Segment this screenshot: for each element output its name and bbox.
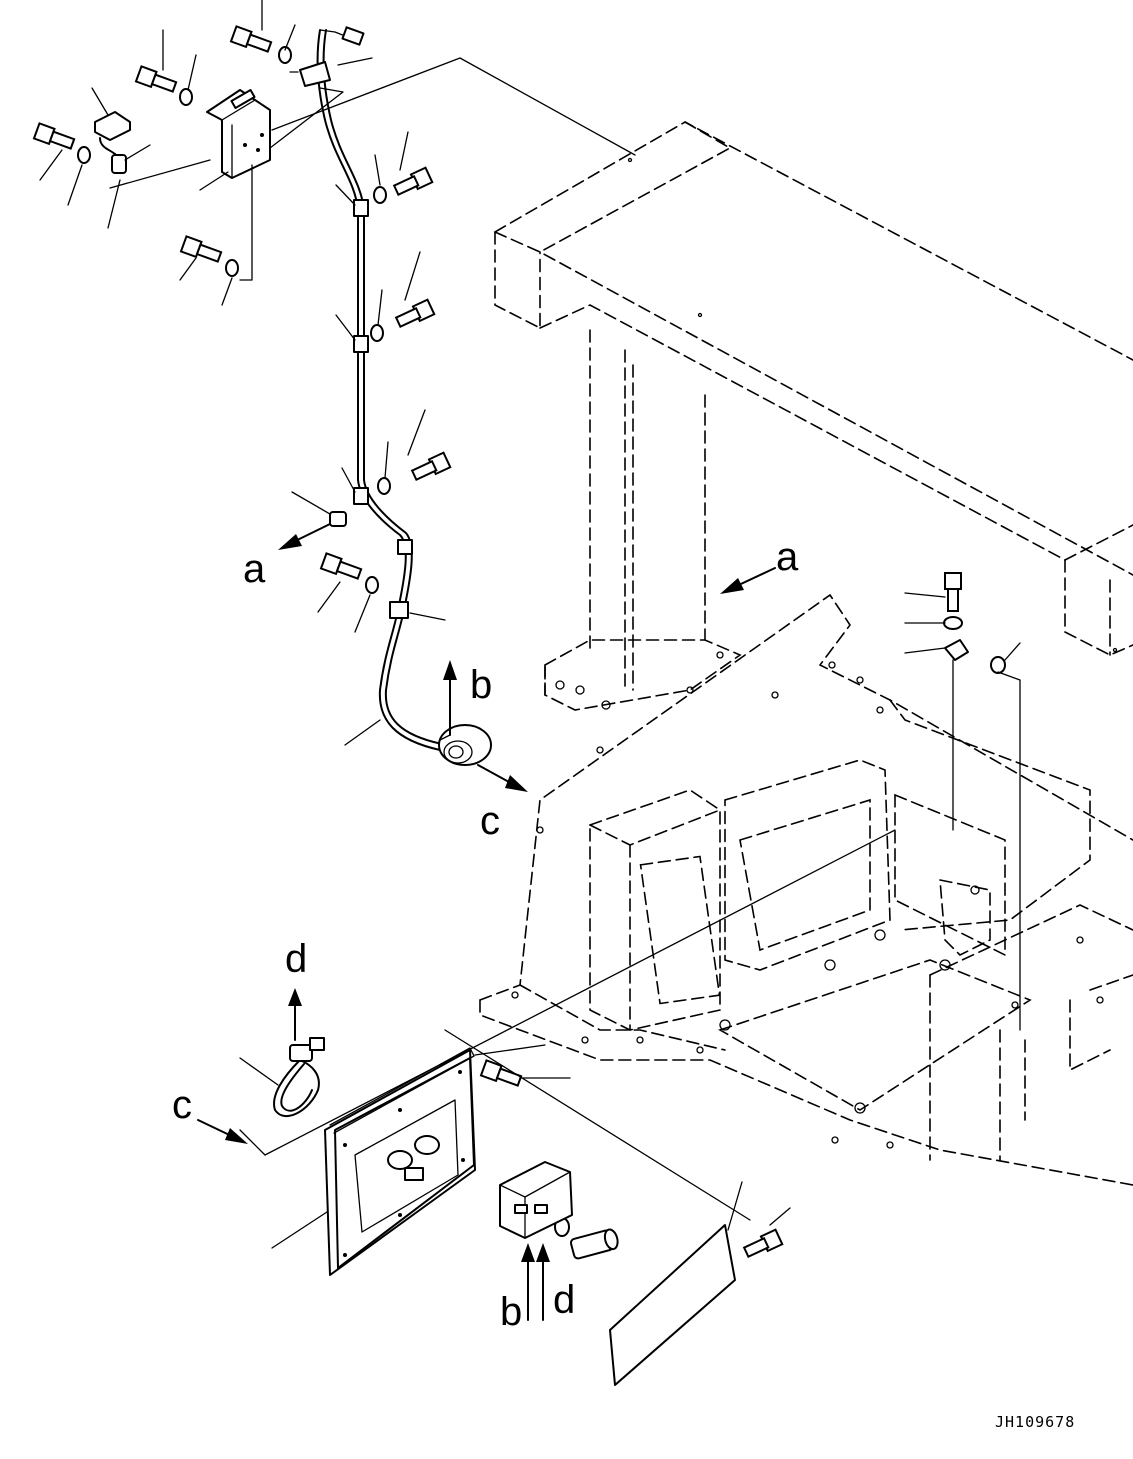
label-b-top: b	[470, 663, 492, 707]
leader-lines	[39, 0, 1021, 1249]
label-d-bottom: d	[553, 1278, 575, 1322]
callout-labels: a a b c d c b d	[172, 535, 799, 1334]
harness-clip	[353, 199, 369, 217]
label-c-left: c	[172, 1083, 192, 1127]
arrows	[197, 523, 776, 1321]
controller-unit	[499, 1161, 573, 1239]
antenna-module	[94, 111, 131, 141]
machine-frame	[479, 121, 1133, 1186]
mounting-plate	[324, 1047, 476, 1276]
connector-loop	[273, 1037, 325, 1117]
drawing-code: JH109678	[995, 1413, 1075, 1431]
label-b-bottom: b	[500, 1290, 522, 1334]
label-a-right: a	[776, 535, 799, 579]
label-c-top: c	[480, 799, 500, 843]
round-connector	[438, 724, 492, 766]
reference-lines	[109, 57, 1021, 1221]
label-a-left: a	[243, 547, 266, 591]
cover-plate	[609, 1224, 736, 1386]
antenna-bracket	[94, 89, 271, 179]
bolts-washers	[32, 25, 1006, 1259]
pin-bolt	[569, 1228, 619, 1260]
wiring-harness	[289, 26, 492, 766]
ground-terminal	[944, 639, 969, 661]
label-d-top: d	[285, 937, 307, 981]
